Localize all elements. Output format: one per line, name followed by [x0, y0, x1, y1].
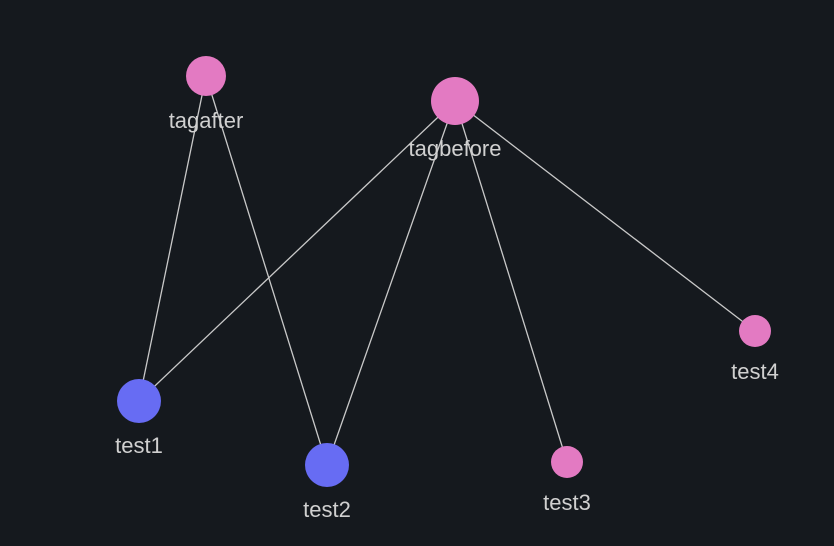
node-test2[interactable] — [305, 443, 349, 487]
node-label-tagafter: tagafter — [169, 108, 244, 133]
edge-tagbefore-test2 — [326, 100, 456, 466]
edge-tagafter-test1 — [138, 75, 207, 402]
node-label-test3: test3 — [543, 490, 591, 515]
node-test1[interactable] — [117, 379, 161, 423]
node-test4[interactable] — [739, 315, 771, 347]
labels-layer: tagafter tagbefore test1 test2 test3 test4 — [115, 108, 779, 522]
node-tagbefore[interactable] — [431, 77, 479, 125]
edges-layer — [138, 75, 756, 466]
node-label-tagbefore: tagbefore — [409, 136, 502, 161]
node-label-test4: test4 — [731, 359, 779, 384]
edge-tagafter-test2 — [205, 75, 328, 466]
node-label-test1: test1 — [115, 433, 163, 458]
node-test3[interactable] — [551, 446, 583, 478]
edge-tagbefore-test1 — [138, 100, 456, 402]
edge-tagbefore-test3 — [454, 100, 568, 463]
nodes-layer — [117, 56, 771, 487]
node-tagafter[interactable] — [186, 56, 226, 96]
edge-tagbefore-test4 — [454, 100, 756, 332]
node-label-test2: test2 — [303, 497, 351, 522]
